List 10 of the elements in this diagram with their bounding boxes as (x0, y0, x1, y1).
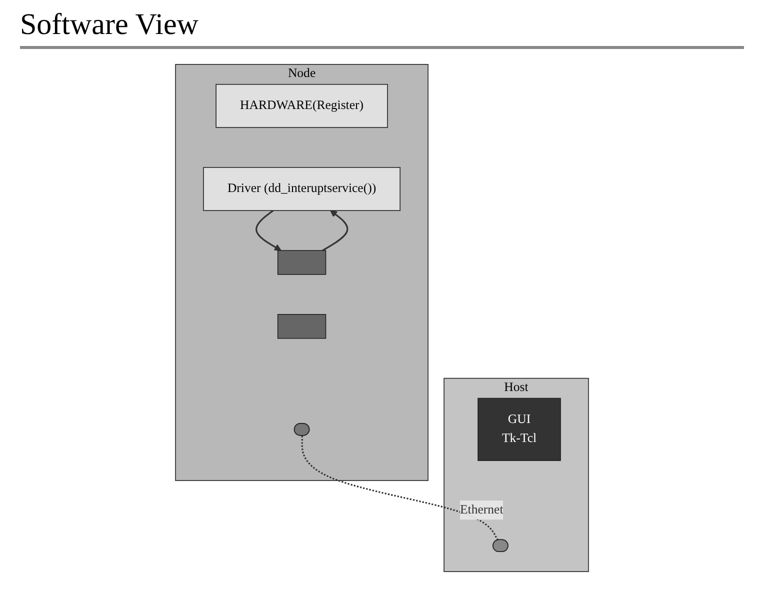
edge-label: Ethernet (460, 502, 504, 516)
node-box: Driver (dd_interuptservice()) (203, 167, 400, 211)
arrow (322, 210, 348, 252)
node-box: HARDWARE(Register) (216, 84, 388, 128)
node-box (277, 314, 326, 339)
node-box: GUI Tk-Tcl (478, 398, 561, 461)
node-box (277, 250, 326, 275)
connector (301, 436, 498, 541)
arrow (256, 210, 282, 251)
slide-title: Software View (20, 8, 744, 49)
